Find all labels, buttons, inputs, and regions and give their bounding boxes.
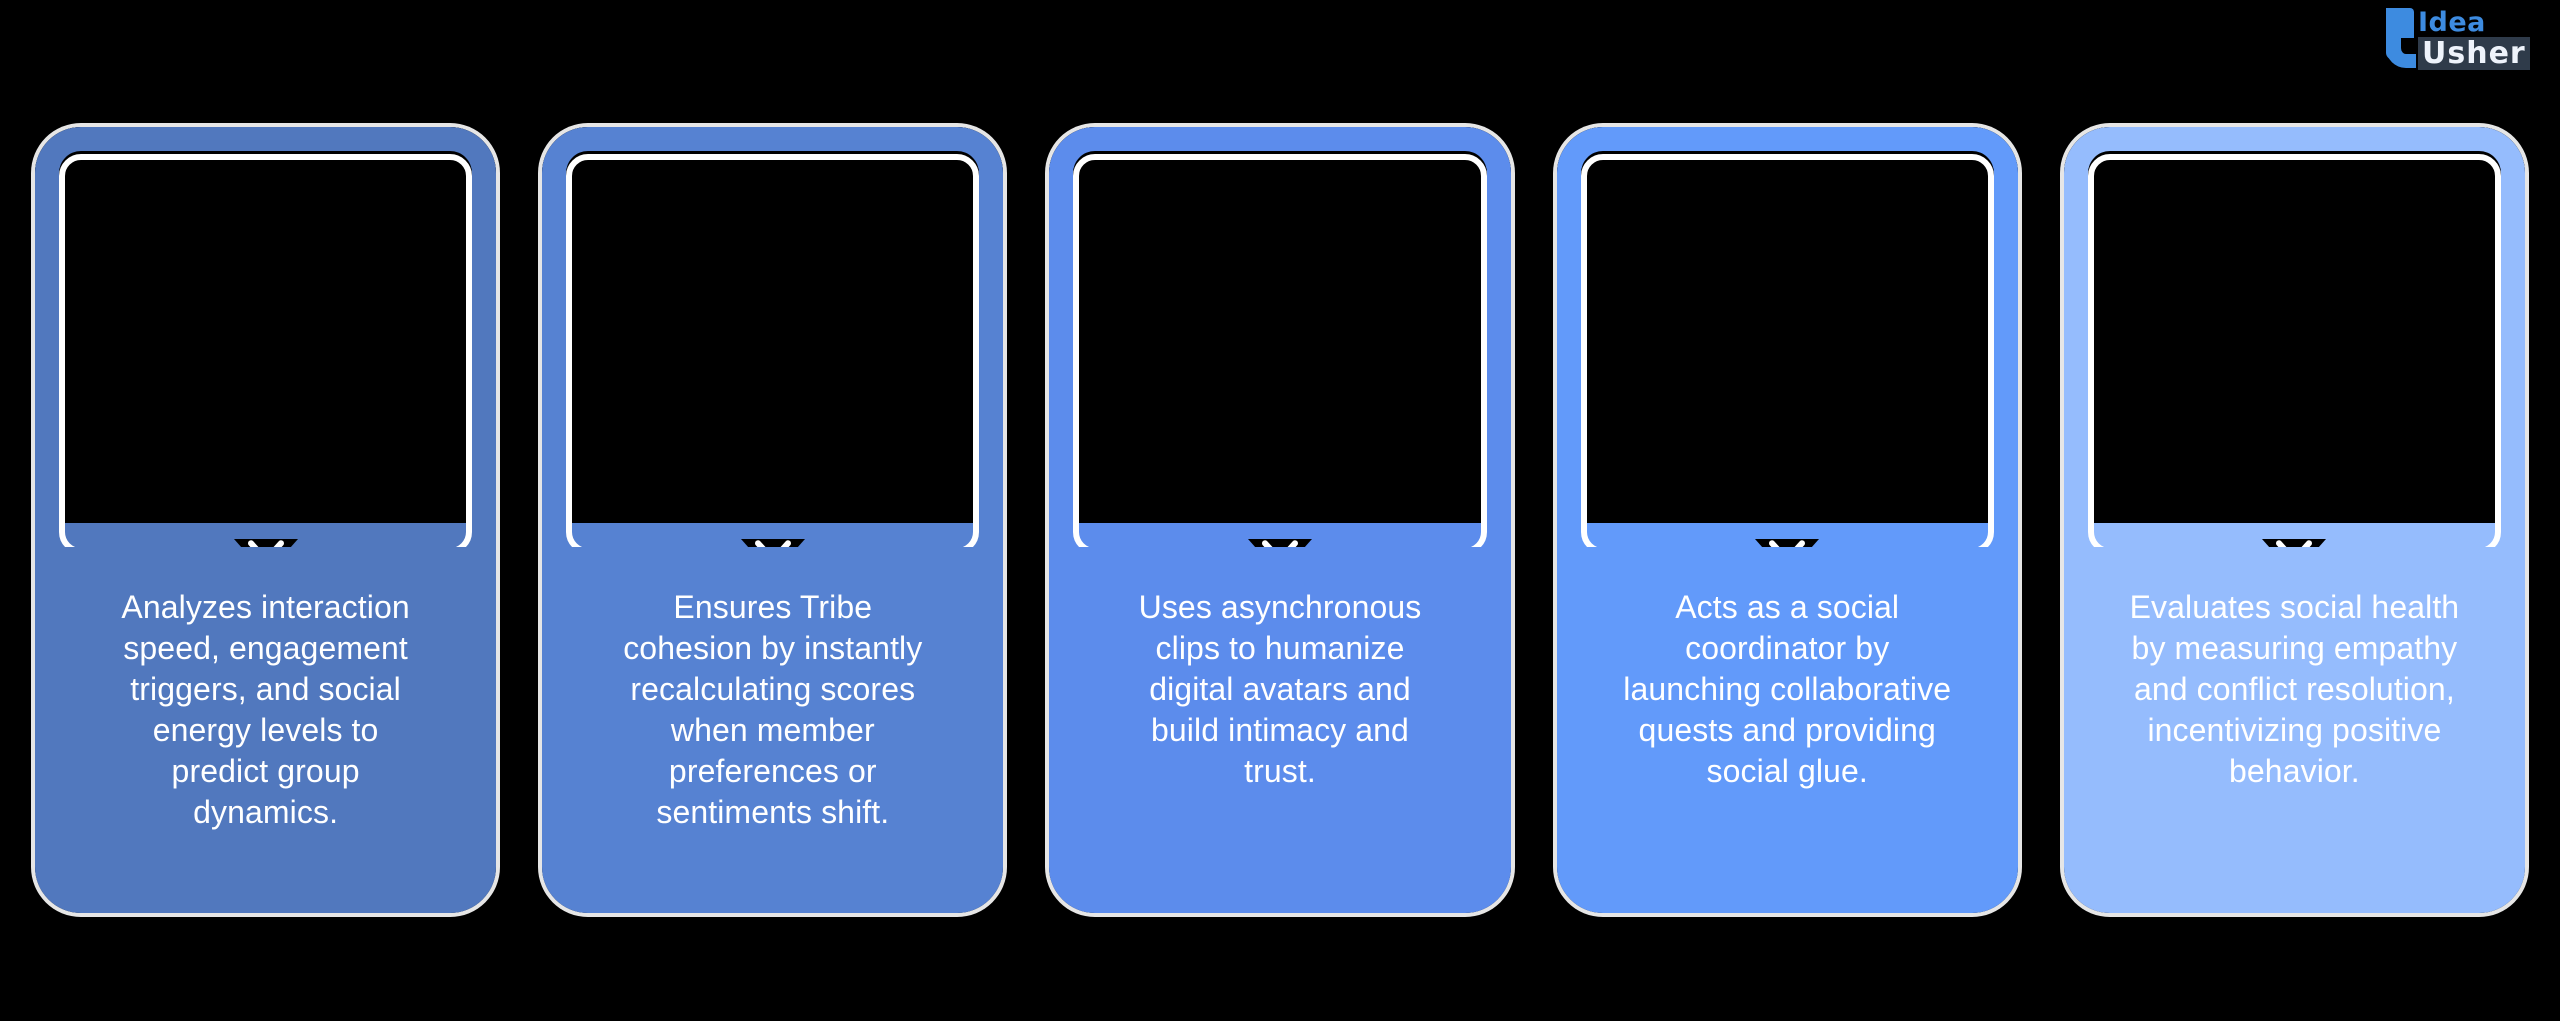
card-3-description: Uses asynchronous clips to humanize digi… — [1138, 589, 1422, 789]
card-1-description: Analyzes interaction speed, engagement t… — [121, 589, 410, 830]
card-2-description: Ensures Tribe cohesion by instantly reca… — [623, 589, 923, 830]
logo-u-mark-icon — [2382, 6, 2418, 76]
card-2-body: Ensures Tribe cohesion by instantly reca… — [542, 547, 1004, 913]
logo-wordmark: Idea Usher — [2418, 6, 2530, 70]
logo-usher-text: Usher — [2418, 37, 2530, 70]
card-3-body: Uses asynchronous clips to humanize digi… — [1049, 547, 1511, 913]
info-card-4[interactable]: Acts as a social coordinator by launchin… — [1556, 127, 2018, 913]
info-card-3[interactable]: Uses asynchronous clips to humanize digi… — [1049, 127, 1511, 913]
card-5-body: Evaluates social health by measuring emp… — [2063, 547, 2526, 913]
card-3-image-frame — [1073, 154, 1487, 576]
card-4-body: Acts as a social coordinator by launchin… — [1556, 547, 2018, 913]
card-1-image-window — [35, 127, 497, 547]
idea-usher-logo: Idea Usher — [2382, 6, 2552, 80]
card-1-body: Analyzes interaction speed, engagement t… — [35, 547, 497, 913]
card-5-image-window — [2063, 127, 2526, 547]
card-5-description: Evaluates social health by measuring emp… — [2129, 589, 2460, 789]
info-card-2[interactable]: Ensures Tribe cohesion by instantly reca… — [542, 127, 1004, 913]
card-4-image-window — [1556, 127, 2018, 547]
card-row: Analyzes interaction speed, engagement t… — [35, 127, 2526, 917]
card-3-image-window — [1049, 127, 1511, 547]
card-2-image-frame — [566, 154, 980, 576]
card-2-image-window — [542, 127, 1004, 547]
card-4-description: Acts as a social coordinator by launchin… — [1623, 589, 1952, 789]
card-5-image-frame — [2087, 154, 2502, 576]
card-1-image-frame — [59, 154, 473, 576]
info-card-1[interactable]: Analyzes interaction speed, engagement t… — [35, 127, 497, 913]
logo-idea-text: Idea — [2418, 7, 2486, 38]
card-4-image-frame — [1580, 154, 1994, 576]
info-card-5[interactable]: Evaluates social health by measuring emp… — [2063, 127, 2526, 913]
